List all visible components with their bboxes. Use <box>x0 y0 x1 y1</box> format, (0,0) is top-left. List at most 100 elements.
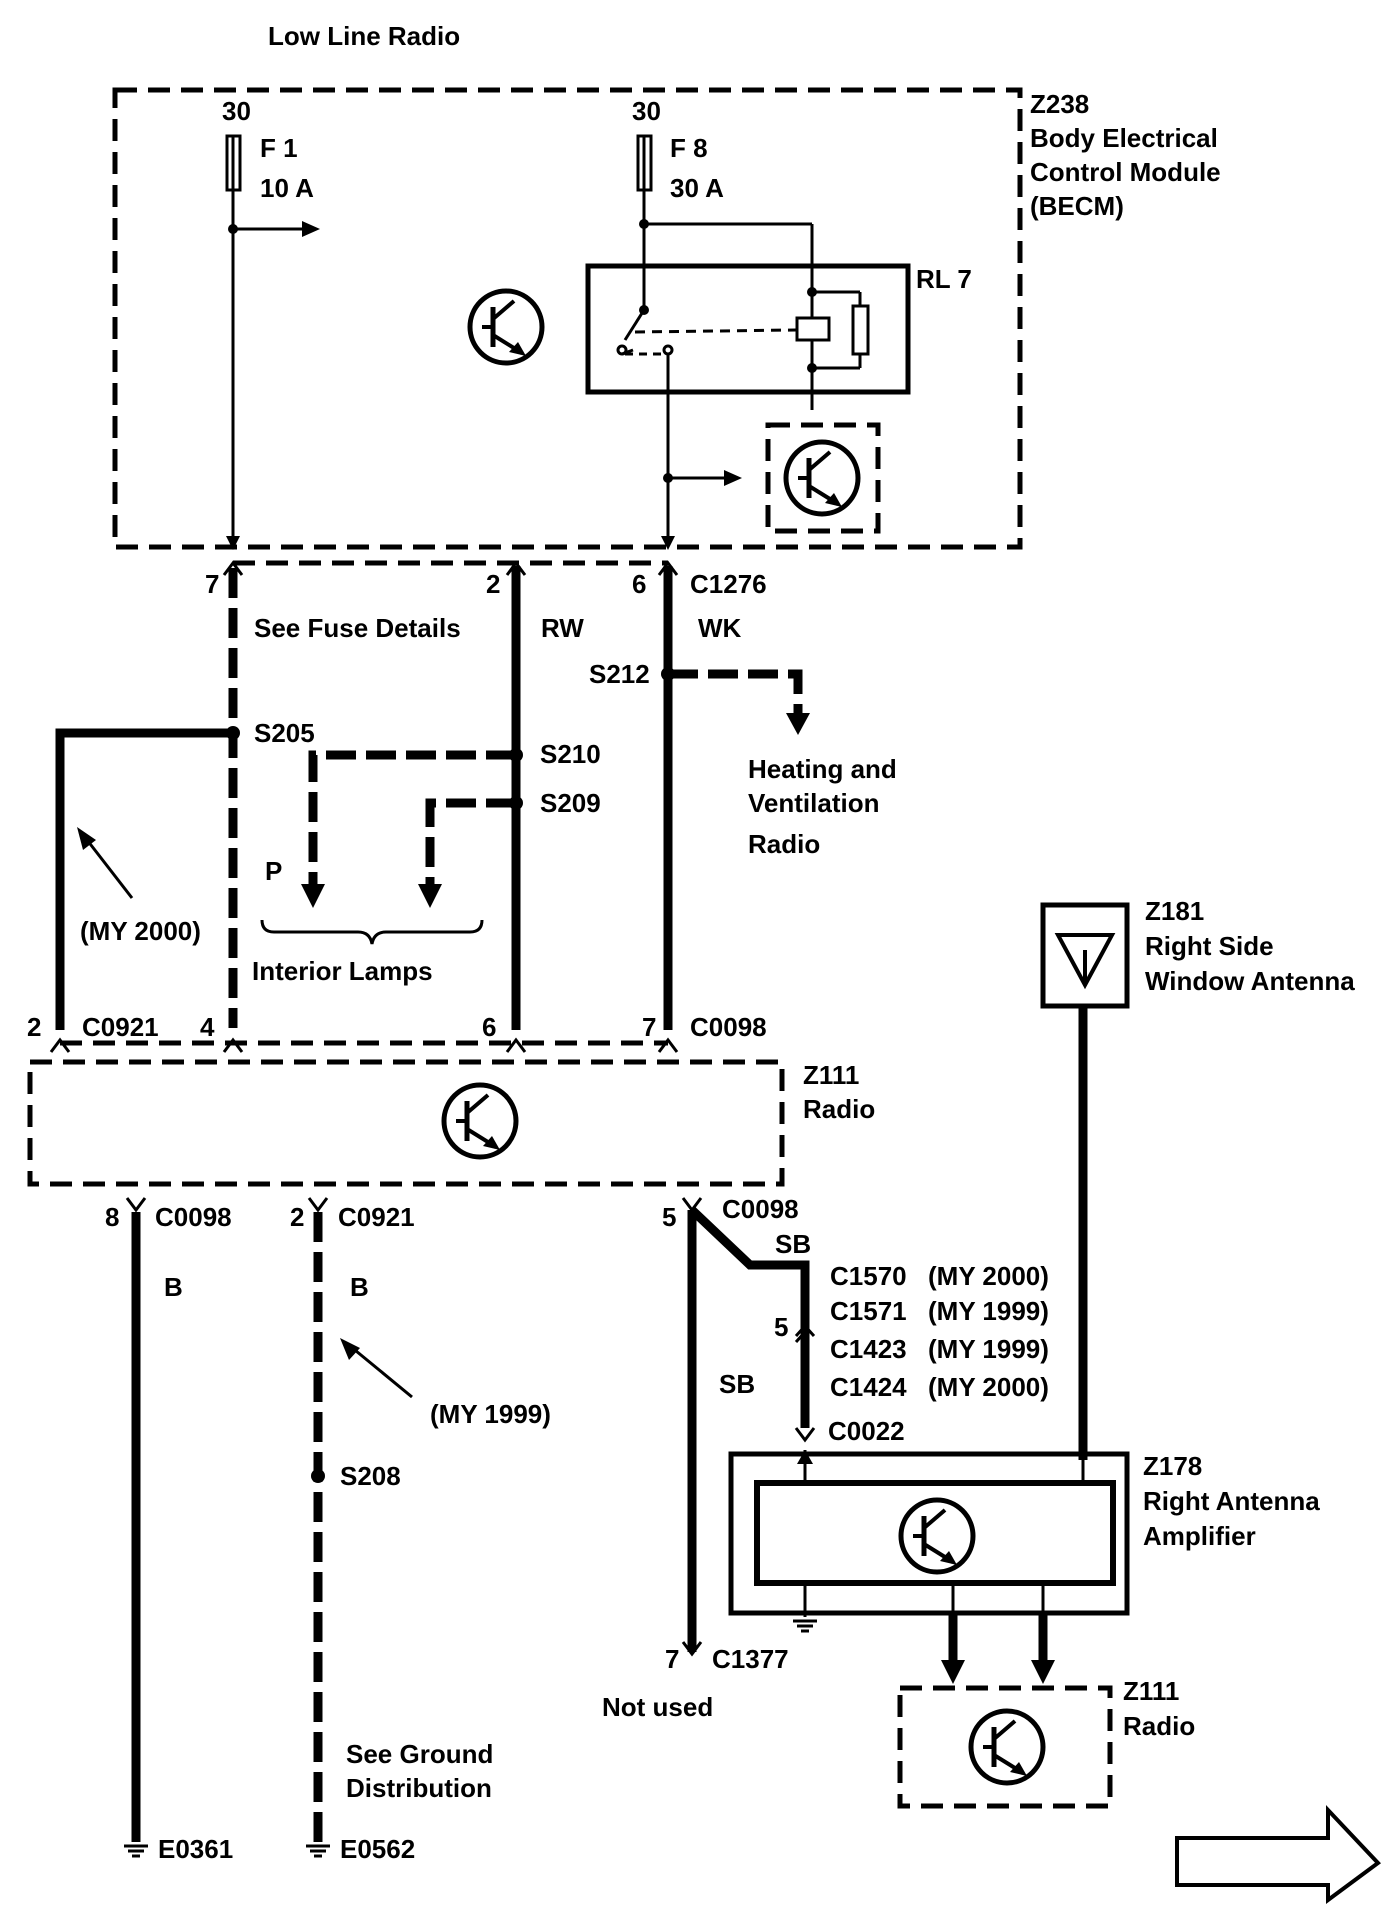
arrow-down-icon <box>301 884 325 908</box>
radio-bottom-c0098-a: C0098 <box>155 1202 232 1232</box>
relay-resistor <box>851 304 870 356</box>
inline-year-2: (MY 1999) <box>928 1296 1049 1326</box>
c1377-name: C1377 <box>712 1644 789 1674</box>
antenna-id: Z181 <box>1145 896 1204 926</box>
wk-label: WK <box>698 613 742 643</box>
radio-bottom-pin2: 2 <box>290 1202 304 1232</box>
radio-module-box <box>27 1059 785 1187</box>
arrow-down-icon <box>1031 1660 1055 1684</box>
diagram-title: Low Line Radio <box>268 21 460 51</box>
s205-label: S205 <box>254 718 315 748</box>
radio-top-c0098: C0098 <box>690 1012 767 1042</box>
ground-e0562: E0562 <box>340 1834 415 1864</box>
inline-connector-list: C1570 (MY 2000) C1571 (MY 1999) C1423 (M… <box>830 1261 1049 1402</box>
arrow-down-icon <box>786 713 810 735</box>
transistor-icon <box>470 291 542 363</box>
antenna-icon <box>1054 933 1116 990</box>
my1999-note: (MY 1999) <box>430 1399 551 1429</box>
fuse1-rating: 10 A <box>260 173 314 203</box>
arrow-up-left-icon <box>77 827 96 850</box>
becm-label-2: Control Module <box>1030 157 1221 187</box>
antenna-label-2: Window Antenna <box>1145 966 1355 996</box>
inline-conn-1: C1570 <box>830 1261 907 1291</box>
inline-c0022: C0022 <box>828 1416 905 1446</box>
c1377-pin7: 7 <box>665 1644 679 1674</box>
amplifier-id: Z178 <box>1143 1451 1202 1481</box>
inline-conn-4: C1424 <box>830 1372 907 1402</box>
ground-note-2: Distribution <box>346 1773 492 1803</box>
next-page-arrow-icon[interactable] <box>1175 1804 1382 1904</box>
relay-coil <box>795 316 831 342</box>
arrow-down-icon <box>226 536 240 550</box>
relay-name: RL 7 <box>916 264 972 294</box>
heating-label-2: Ventilation <box>748 788 879 818</box>
becm-label-3: (BECM) <box>1030 191 1124 221</box>
radio2-name: Radio <box>1123 1711 1195 1741</box>
fuse8-terminal: 30 <box>632 96 661 126</box>
inline-year-1: (MY 2000) <box>928 1261 1049 1291</box>
radio-bottom-b2: B <box>350 1272 369 1302</box>
radio-bottom-b1: B <box>164 1272 183 1302</box>
not-used-label: Not used <box>602 1692 713 1722</box>
relay-box <box>585 263 911 395</box>
p-label: P <box>265 856 282 886</box>
c1276-name: C1276 <box>690 569 767 599</box>
transistor-icon <box>901 1500 973 1572</box>
s212-label: S212 <box>589 659 650 689</box>
s209-label: S209 <box>540 788 601 818</box>
amplifier-inner-box <box>754 1480 1116 1586</box>
my2000-note: (MY 2000) <box>80 916 201 946</box>
see-fuse-details-label: See Fuse Details <box>254 613 461 643</box>
c1276-pin6: 6 <box>632 569 646 599</box>
arrow-down-icon <box>941 1660 965 1684</box>
radio-bottom-sb2: SB <box>719 1369 755 1399</box>
radio2-module-box <box>897 1685 1113 1809</box>
radio-bottom-c0098-b: C0098 <box>722 1194 799 1224</box>
c1276-pin7: 7 <box>205 569 219 599</box>
radio-top-pin4: 4 <box>200 1012 215 1042</box>
ground-icon <box>304 1844 332 1858</box>
radio-top-c0921: C0921 <box>82 1012 159 1042</box>
transistor-icon <box>971 1711 1043 1783</box>
arrow-down-icon <box>418 884 442 908</box>
fuse1-name: F 1 <box>260 133 298 163</box>
wire-sb-amplifier <box>688 1206 810 1428</box>
arrow-up-left-icon <box>340 1338 360 1360</box>
radio-bottom-pin5: 5 <box>662 1202 676 1232</box>
radio-bottom-pin8: 8 <box>105 1202 119 1232</box>
heating-label-1: Heating and <box>748 754 897 784</box>
radio-top-pin7: 7 <box>642 1012 656 1042</box>
radio-bottom-sb1: SB <box>775 1229 811 1259</box>
becm-label-1: Body Electrical <box>1030 123 1218 153</box>
radio2-id: Z111 <box>1123 1676 1179 1706</box>
rw-label: RW <box>541 613 584 643</box>
ground-note-1: See Ground <box>346 1739 493 1769</box>
driver-module-box <box>765 422 881 534</box>
radio-top-pin6: 6 <box>482 1012 496 1042</box>
ground-e0361: E0361 <box>158 1834 233 1864</box>
fuse8-name: F 8 <box>670 133 708 163</box>
inline-year-3: (MY 1999) <box>928 1334 1049 1364</box>
inline-conn-3: C1423 <box>830 1334 907 1364</box>
s210-label: S210 <box>540 739 601 769</box>
becm-module-box <box>112 87 1023 550</box>
transistor-icon <box>444 1085 516 1157</box>
fuse8-rating: 30 A <box>670 173 724 203</box>
inline-pin5: 5 <box>774 1312 788 1342</box>
interior-lamps-brace <box>260 919 484 945</box>
c1276-pin2: 2 <box>486 569 500 599</box>
arrow-down-icon <box>661 536 675 550</box>
heating-label-3: Radio <box>748 829 820 859</box>
inline-year-4: (MY 2000) <box>928 1372 1049 1402</box>
becm-id: Z238 <box>1030 89 1089 119</box>
arrow-right-icon <box>302 221 320 237</box>
ground-icon <box>122 1844 150 1858</box>
arrow-right-icon <box>724 470 742 486</box>
radio-id: Z111 <box>803 1060 859 1090</box>
ground-icon <box>791 1619 819 1633</box>
s208-label: S208 <box>340 1461 401 1491</box>
amplifier-outer-box <box>728 1451 1130 1616</box>
radio-name: Radio <box>803 1094 875 1124</box>
amplifier-label-1: Right Antenna <box>1143 1486 1320 1516</box>
